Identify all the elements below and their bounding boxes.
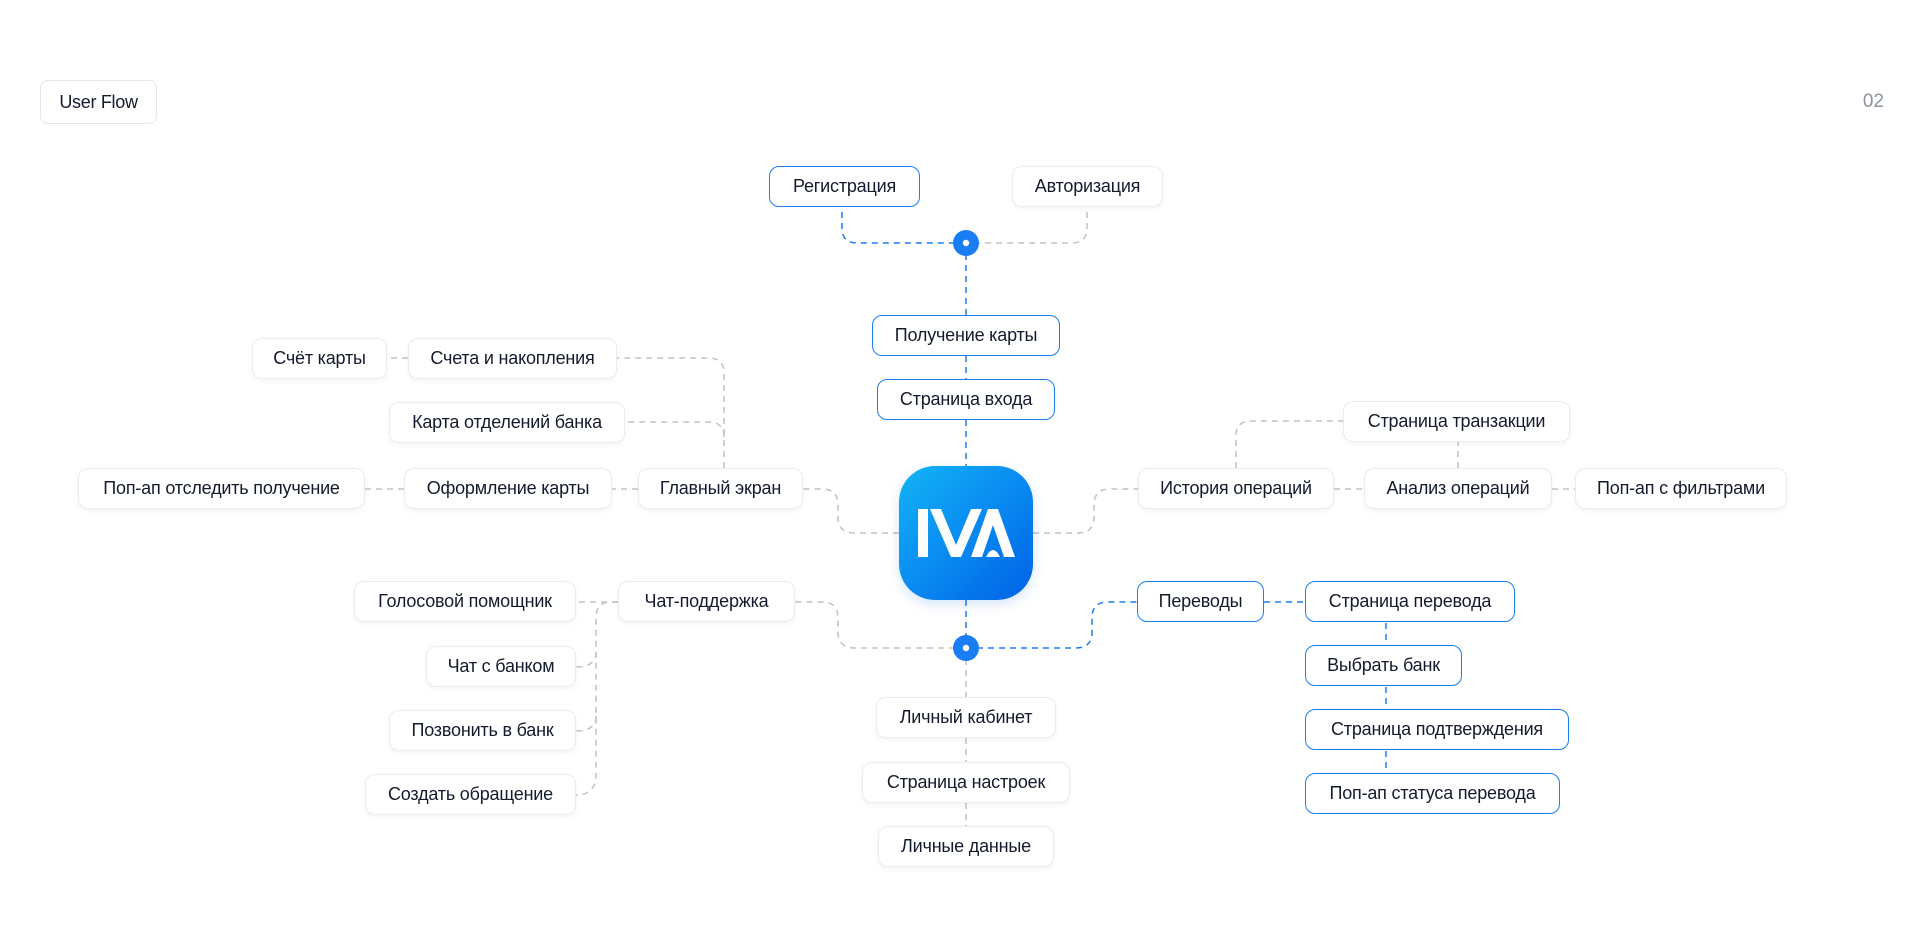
node-login-page[interactable]: Страница входа [877,379,1055,420]
node-choose-bank[interactable]: Выбрать банк [1305,645,1462,686]
node-bank-branches-map[interactable]: Карта отделений банка [389,402,625,443]
connector-chat-stack [575,601,618,796]
node-registration[interactable]: Регистрация [769,166,920,207]
node-settings-page[interactable]: Страница настроек [862,762,1070,803]
node-accounts-savings[interactable]: Счета и накопления [408,338,617,379]
connector-main-branches [625,421,725,438]
connector-logo-to-main [803,488,899,534]
node-main-screen[interactable]: Главный экран [638,468,803,509]
node-card-account[interactable]: Счёт карты [252,338,387,379]
connector-hub-to-transfers [966,601,1137,649]
user-flow-tag: User Flow [40,80,157,124]
page-number: 02 [1862,91,1884,112]
node-personal-data[interactable]: Личные данные [878,826,1054,867]
ma-logo-icon [918,509,1015,557]
node-popup-transfer-status[interactable]: Поп-ап статуса перевода [1305,773,1560,814]
node-authorization[interactable]: Авторизация [1012,166,1163,207]
connector-main-accounts [617,357,725,468]
connector-chat-bank [575,651,597,668]
node-confirmation-page[interactable]: Страница подтверждения [1305,709,1569,750]
connector-call-bank [575,715,597,732]
node-transaction-page[interactable]: Страница транзакции [1343,401,1570,442]
node-popup-track-delivery[interactable]: Поп-ап отследить получение [78,468,365,509]
node-personal-account[interactable]: Личный кабинет [876,697,1056,738]
node-card-application[interactable]: Оформление карты [404,468,612,509]
node-operations-analysis[interactable]: Анализ операций [1364,468,1552,509]
app-logo [899,466,1033,600]
node-chat-with-bank[interactable]: Чат с банком [426,646,576,687]
node-create-request[interactable]: Создать обращение [365,774,576,815]
node-call-bank[interactable]: Позвонить в банк [389,710,576,751]
node-get-card[interactable]: Получение карты [872,315,1060,356]
node-transfer-page[interactable]: Страница перевода [1305,581,1515,622]
connector-history-transaction [1235,420,1343,468]
hub-node-bottom [953,635,979,661]
connector-registration [841,212,966,244]
hub-node-top [953,230,979,256]
connector-logo-to-history [1033,488,1138,534]
node-support-chat[interactable]: Чат-поддержка [618,581,795,622]
node-voice-assistant[interactable]: Голосовой помощник [354,581,576,622]
node-operations-history[interactable]: История операций [1138,468,1334,509]
connector-authorization [966,212,1088,244]
node-transfers[interactable]: Переводы [1137,581,1264,622]
node-popup-filters[interactable]: Поп-ап с фильтрами [1575,468,1787,509]
connector-hub-to-chat [795,601,966,649]
